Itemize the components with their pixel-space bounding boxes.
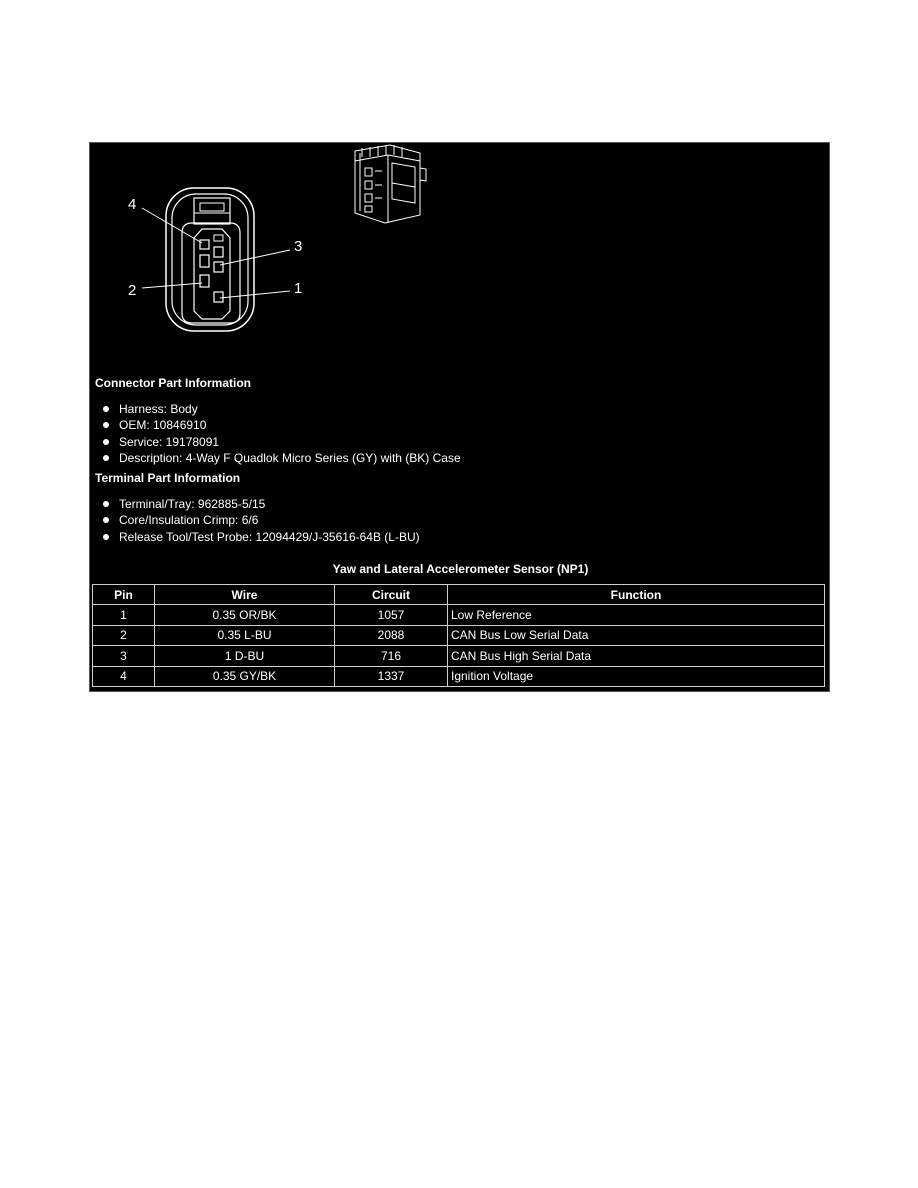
bullet-icon [103,533,109,540]
table-row: 1 0.35 OR/BK 1057 Low Reference [92,604,825,626]
connector-panel: 4 3 2 1 Connector Part Information Harne… [89,142,830,692]
connector-diagram: 4 3 2 1 [90,143,831,368]
table-row: 4 0.35 GY/BK 1337 Ignition Voltage [92,665,825,687]
pin-callout-4: 4 [128,196,137,213]
connector-info-list: Harness: Body OEM: 10846910 Service: 191… [90,401,461,467]
wire-cell: 0.35 GY/BK [154,665,335,687]
wire-cell: 1 D-BU [154,645,335,667]
wire-cell: 0.35 OR/BK [154,604,335,626]
list-item: Description: 4-Way F Quadlok Micro Serie… [90,450,461,466]
list-item: Service: 19178091 [90,434,461,450]
connector-info-heading: Connector Part Information [95,376,252,390]
function-cell: Low Reference [447,604,825,626]
list-item: Core/Insulation Crimp: 6/6 [90,512,420,528]
list-item: Harness: Body [90,401,461,417]
column-header-function: Function [447,583,825,606]
pin-callout-3: 3 [294,238,303,255]
pin-cell: 2 [92,624,155,647]
bullet-icon [103,406,109,412]
function-cell: CAN Bus High Serial Data [447,645,825,667]
connector-side-view [354,144,427,224]
column-header-circuit: Circuit [334,583,448,606]
wire-cell: 0.35 L-BU [154,624,335,647]
pin-cell: 3 [92,645,155,667]
list-item: Release Tool/Test Probe: 12094429/J-3561… [90,529,420,545]
pin-cell: 1 [92,604,155,626]
pin-cell: 4 [92,665,155,687]
bullet-icon [103,438,109,445]
pin-callout-2: 2 [128,282,137,299]
list-item: OEM: 10846910 [90,417,461,433]
bullet-icon [103,422,109,429]
circuit-cell: 716 [334,645,448,667]
list-item: Terminal/Tray: 962885-5/15 [90,496,420,512]
function-cell: CAN Bus Low Serial Data [447,624,825,647]
bullet-icon [103,517,109,524]
terminal-info-list: Terminal/Tray: 962885-5/15 Core/Insulati… [90,496,420,545]
pin-table-title: Yaw and Lateral Accelerometer Sensor (NP… [332,562,589,576]
bullet-icon [103,455,109,462]
circuit-cell: 1337 [334,665,448,687]
column-header-wire: Wire [154,583,335,606]
circuit-cell: 1057 [334,604,448,626]
table-header-row: Pin Wire Circuit Function [92,583,825,606]
column-header-pin: Pin [92,583,155,606]
table-row: 2 0.35 L-BU 2088 CAN Bus Low Serial Data [92,624,825,647]
pin-callout-1: 1 [294,280,303,297]
terminal-info-heading: Terminal Part Information [95,471,241,485]
table-row: 3 1 D-BU 716 CAN Bus High Serial Data [92,645,825,667]
connector-face-drawing [141,144,427,332]
function-cell: Ignition Voltage [447,665,825,687]
pin-table: Pin Wire Circuit Function 1 0.35 OR/BK 1… [92,583,825,687]
circuit-cell: 2088 [334,624,448,647]
bullet-icon [103,501,109,507]
